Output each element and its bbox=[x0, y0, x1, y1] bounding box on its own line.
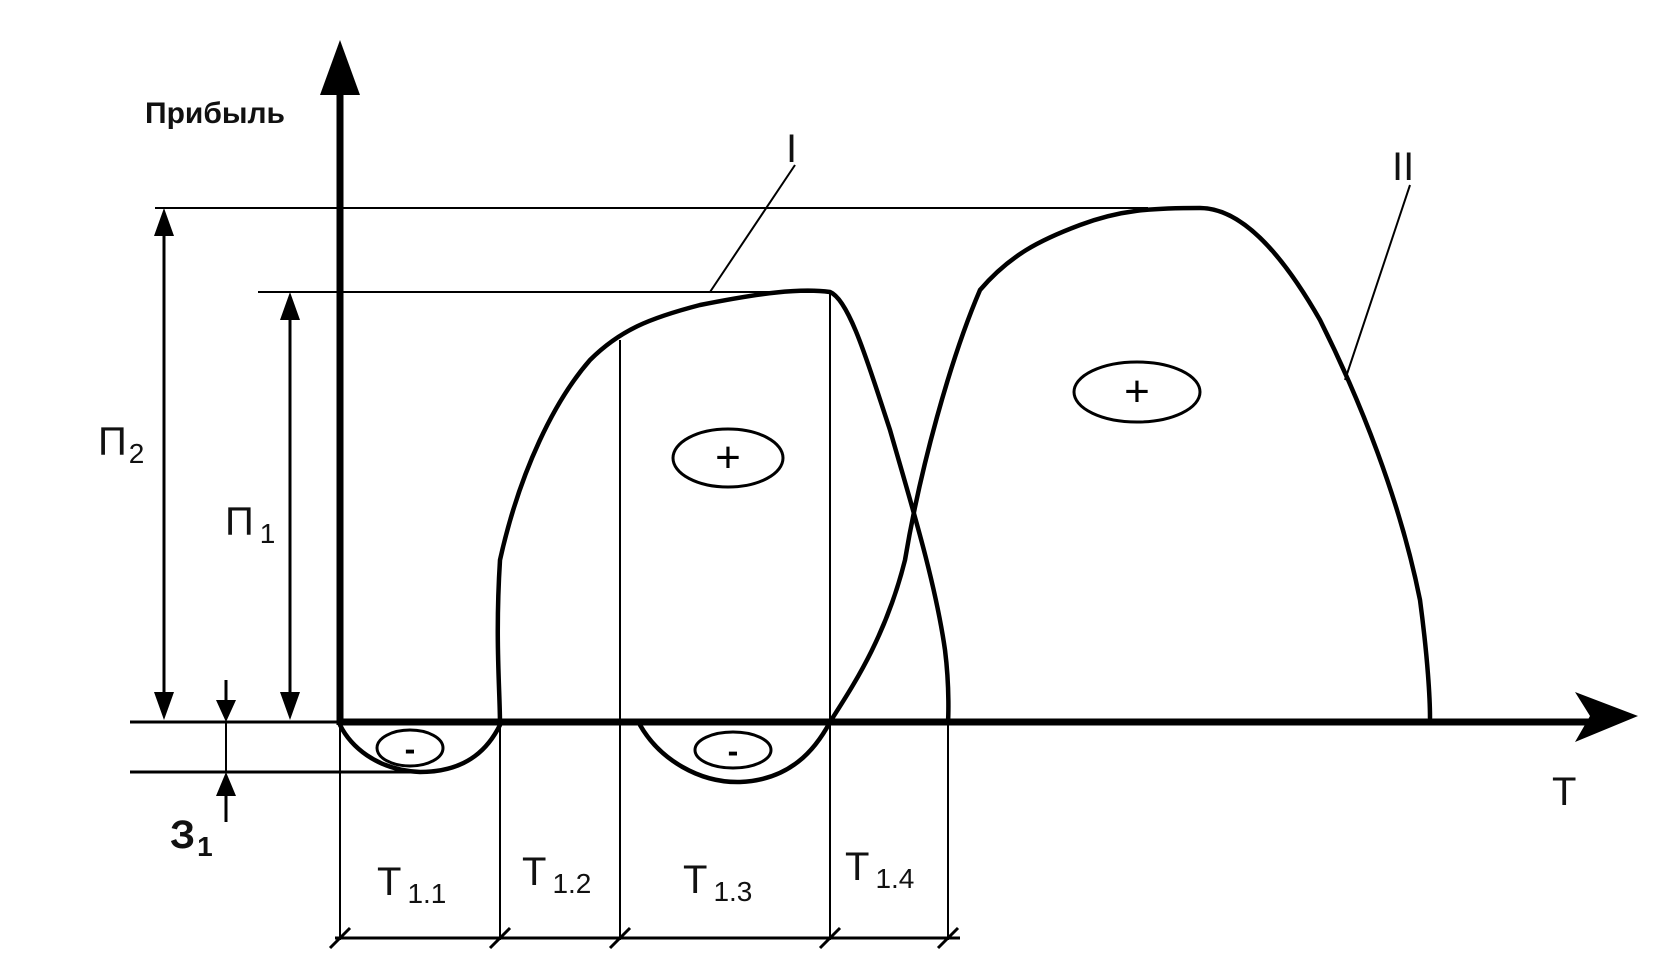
loss-region-1-badge bbox=[375, 728, 445, 768]
x-axis-label: T bbox=[1552, 770, 1576, 814]
curve-1-second-dip bbox=[637, 719, 833, 785]
period-tick-3 bbox=[608, 926, 632, 950]
loss-region-2-badge bbox=[693, 730, 773, 770]
period-tick-2 bbox=[488, 926, 512, 950]
curve-2-leader-line bbox=[1344, 184, 1411, 381]
curve-2-label: II bbox=[1392, 145, 1414, 189]
profit-region-1-badge bbox=[671, 427, 785, 489]
p2-arrow-bottom bbox=[154, 692, 174, 720]
profit-region-1-sign: + bbox=[715, 433, 741, 482]
cost-arrow-upper-head bbox=[216, 700, 236, 722]
loss-region-2-sign: - bbox=[728, 733, 739, 769]
loss-region-1-sign: - bbox=[405, 731, 416, 767]
cost-arrow-lower-head bbox=[216, 772, 236, 796]
p2-label: П2 bbox=[98, 420, 144, 469]
y-axis-label: Прибыль bbox=[145, 97, 285, 130]
p2-arrow-top bbox=[154, 208, 174, 236]
curve-2 bbox=[827, 205, 1433, 725]
period-tick-1 bbox=[328, 926, 352, 950]
p1-arrow-bottom bbox=[280, 692, 300, 720]
y-axis-arrowhead bbox=[320, 40, 360, 95]
period-tick-5 bbox=[936, 926, 960, 950]
cost-label: З1 bbox=[170, 813, 213, 862]
profit-region-2-badge bbox=[1072, 360, 1202, 424]
p1-arrow-top bbox=[280, 292, 300, 320]
curve-1-label: I bbox=[786, 127, 797, 171]
period-tick-4 bbox=[818, 926, 842, 950]
curve-1-leader-line bbox=[709, 164, 796, 293]
profit-region-2-sign: + bbox=[1124, 367, 1150, 416]
x-axis-arrowhead bbox=[1575, 692, 1638, 742]
curve-1 bbox=[337, 288, 951, 775]
